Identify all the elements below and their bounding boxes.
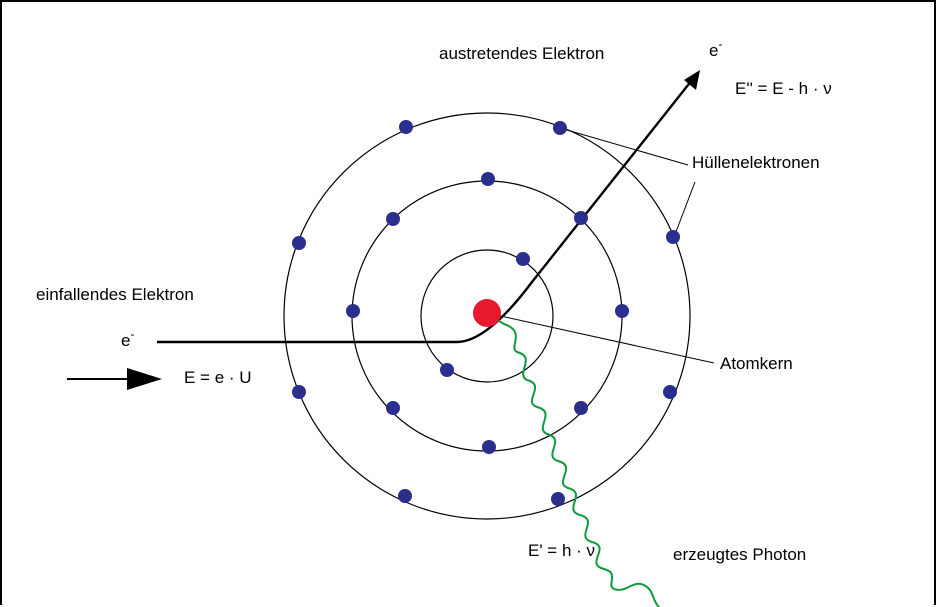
shell-inner [420,249,554,383]
shell-electron [346,304,360,318]
shell-electron [615,304,629,318]
shell-pointer-1 [559,127,689,166]
shell-electron [292,236,306,250]
label-photon-energy: E' = h · ν [528,541,596,560]
photon-wave [496,319,661,607]
nucleus-pointer [486,312,715,364]
shell-electron [386,212,400,226]
label-generated-photon: erzeugtes Photon [673,545,807,564]
shell-electron [386,401,400,415]
exit-arrowhead [684,70,700,90]
shell-electron [663,385,677,399]
shell-outer [283,112,691,520]
label-exiting-electron: austretendes Elektron [439,44,605,63]
shell-electron [574,211,588,225]
label-shell-electrons: Hüllenelektronen [692,153,820,172]
shell-electron [553,121,567,135]
shell-electron [482,440,496,454]
shell-electron [399,120,413,134]
label-incoming-electron-symbol: e- [121,327,135,350]
shell-electron [666,230,680,244]
label-exit-electron-symbol: e- [709,37,723,60]
shell-electron [516,252,530,266]
shell-electron [481,172,495,186]
label-nucleus: Atomkern [720,354,793,373]
label-exit-energy: E'' = E - h · ν [735,79,832,98]
shell-electron [398,489,412,503]
shell-electron [440,363,454,377]
shell-pointer-2 [673,181,696,238]
shell-electron [574,401,588,415]
incoming-arrowhead [127,368,162,390]
electron-trajectory [157,79,693,344]
nucleus [473,299,501,327]
shell-electron [292,385,306,399]
shell-electron [551,492,565,506]
label-incoming-energy: E = e · U [184,368,252,387]
label-incoming-electron: einfallendes Elektron [36,285,194,304]
